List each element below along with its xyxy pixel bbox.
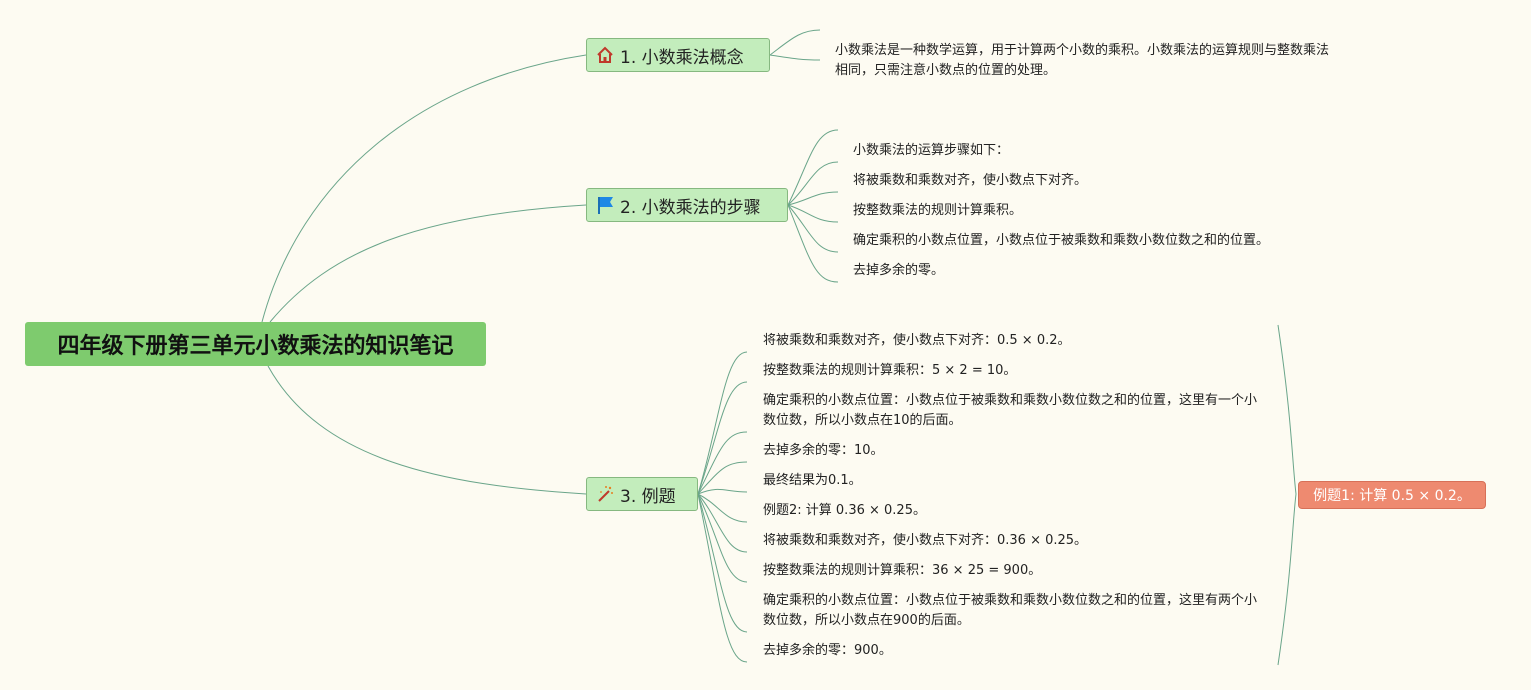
- topic-steps[interactable]: 2. 小数乘法的步骤: [586, 188, 788, 222]
- leaf-step-align: 将被乘数和乘数对齐，使小数点下对齐。: [853, 173, 1088, 188]
- topic-label: 1. 小数乘法概念: [620, 47, 744, 68]
- leaf-step-remove-zeros: 去掉多余的零。: [853, 263, 945, 278]
- summary-label[interactable]: 例题1: 计算 0.5 × 0.2。: [1298, 481, 1486, 509]
- leaf-example-10: 去掉多余的零：900。: [763, 643, 892, 658]
- leaf-step-intro: 小数乘法的运算步骤如下：: [853, 143, 1010, 158]
- leaf-example-4: 去掉多余的零：10。: [763, 443, 884, 458]
- leaf-example-8: 按整数乘法的规则计算乘积：36 × 25 = 900。: [763, 563, 1042, 578]
- topic-examples[interactable]: 3. 例题: [586, 477, 698, 511]
- topic-concept[interactable]: 1. 小数乘法概念: [586, 38, 770, 72]
- leaf-example-6: 例题2: 计算 0.36 × 0.25。: [763, 503, 926, 518]
- magic-wand-icon: [595, 484, 615, 504]
- leaf-step-multiply: 按整数乘法的规则计算乘积。: [853, 203, 1023, 218]
- leaf-example-5: 最终结果为0.1。: [763, 473, 862, 488]
- topic-label: 2. 小数乘法的步骤: [620, 197, 761, 218]
- leaf-example-9: 确定乘积的小数点位置：小数点位于被乘数和乘数小数位数之和的位置，这里有两个小数位…: [763, 593, 1258, 628]
- leaf-example-1: 将被乘数和乘数对齐，使小数点下对齐：0.5 × 0.2。: [763, 333, 1071, 348]
- home-icon: [595, 45, 615, 65]
- root-topic[interactable]: 四年级下册第三单元小数乘法的知识笔记: [25, 322, 486, 366]
- leaf-example-2: 按整数乘法的规则计算乘积：5 × 2 = 10。: [763, 363, 1017, 378]
- leaf-example-7: 将被乘数和乘数对齐，使小数点下对齐：0.36 × 0.25。: [763, 533, 1088, 548]
- leaf-example-3: 确定乘积的小数点位置：小数点位于被乘数和乘数小数位数之和的位置，这里有一个小数位…: [763, 393, 1258, 428]
- leaf-step-decimal-point: 确定乘积的小数点位置，小数点位于被乘数和乘数小数位数之和的位置。: [853, 233, 1270, 248]
- leaf-concept-definition: 小数乘法是一种数学运算，用于计算两个小数的乘积。小数乘法的运算规则与整数乘法相同…: [835, 43, 1330, 78]
- summary-text: 例题1: 计算 0.5 × 0.2。: [1313, 488, 1471, 504]
- topic-label: 3. 例题: [620, 486, 676, 507]
- root-title: 四年级下册第三单元小数乘法的知识笔记: [57, 334, 454, 359]
- flag-icon: [595, 195, 615, 215]
